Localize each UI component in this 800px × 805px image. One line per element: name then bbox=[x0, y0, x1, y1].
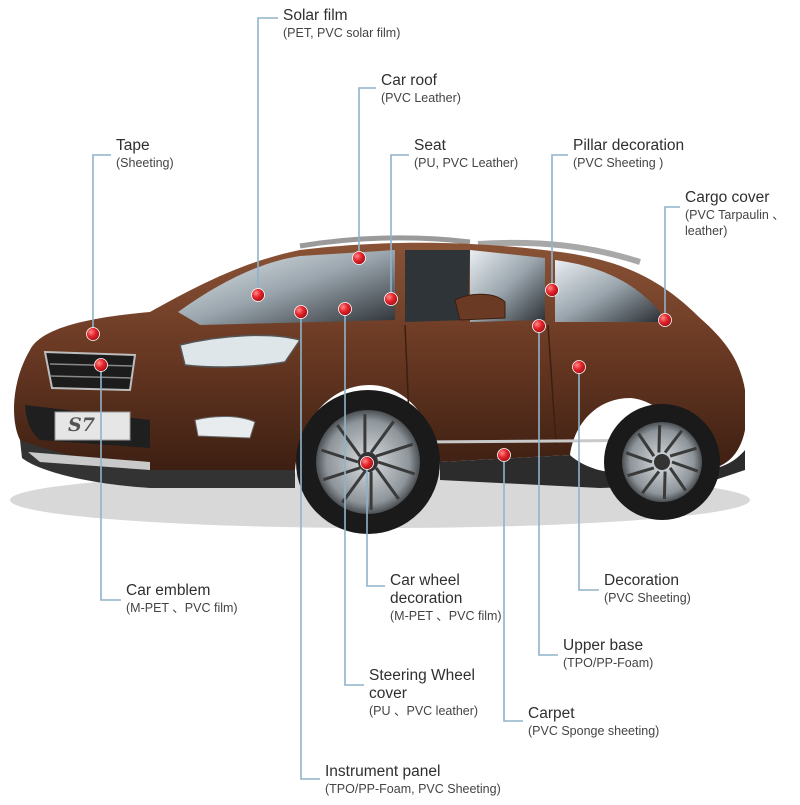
steering-wheel-cover-material: (PU 、PVC leather) bbox=[369, 703, 478, 719]
car-roof-leader-line bbox=[359, 88, 376, 258]
solar-film-material: (PET, PVC solar film) bbox=[283, 25, 400, 41]
pillar-decoration-title: Pillar decoration bbox=[573, 137, 684, 155]
seat-marker-dot[interactable] bbox=[385, 293, 398, 306]
tape-leader-line bbox=[93, 155, 111, 334]
car-roof-label: Car roof(PVC Leather) bbox=[381, 72, 461, 106]
instrument-panel-material: (TPO/PP-Foam, PVC Sheeting) bbox=[325, 781, 501, 797]
pillar-decoration-material: (PVC Sheeting ) bbox=[573, 155, 684, 171]
tape-material: (Sheeting) bbox=[116, 155, 174, 171]
front-grille bbox=[45, 352, 135, 390]
carpet-marker-dot[interactable] bbox=[498, 449, 511, 462]
car-emblem-title: Car emblem bbox=[126, 582, 238, 600]
tape-title: Tape bbox=[116, 137, 174, 155]
car-wheel-decoration-title: Car wheel bbox=[390, 572, 502, 590]
car-roof-marker-dot[interactable] bbox=[353, 252, 366, 265]
car-wheel-decoration-material: (M-PET 、PVC film) bbox=[390, 608, 502, 624]
fog-light bbox=[195, 416, 255, 438]
decoration-marker-dot[interactable] bbox=[573, 361, 586, 374]
steering-wheel-cover-title: cover bbox=[369, 685, 478, 703]
pillar-decoration-marker-dot[interactable] bbox=[546, 284, 559, 297]
rear-wheel-spoke bbox=[659, 425, 660, 452]
tape-marker-dot[interactable] bbox=[87, 328, 100, 341]
upper-base-label: Upper base(TPO/PP-Foam) bbox=[563, 637, 653, 671]
steering-wheel-cover-title: Steering Wheel bbox=[369, 667, 478, 685]
car-emblem-label: Car emblem(M-PET 、PVC film) bbox=[126, 582, 238, 616]
cargo-cover-title: Cargo cover bbox=[685, 189, 785, 207]
cargo-cover-material: (PVC Tarpaulin 、 bbox=[685, 207, 785, 223]
instrument-panel-title: Instrument panel bbox=[325, 763, 501, 781]
upper-base-marker-dot[interactable] bbox=[533, 320, 546, 333]
pillar-decoration-label: Pillar decoration(PVC Sheeting ) bbox=[573, 137, 684, 171]
carpet-title: Carpet bbox=[528, 705, 659, 723]
tape-label: Tape(Sheeting) bbox=[116, 137, 174, 171]
seat-material: (PU, PVC Leather) bbox=[414, 155, 518, 171]
seat-label: Seat(PU, PVC Leather) bbox=[414, 137, 518, 171]
upper-base-title: Upper base bbox=[563, 637, 653, 655]
steering-wheel-cover-marker-dot[interactable] bbox=[339, 303, 352, 316]
upper-base-material: (TPO/PP-Foam) bbox=[563, 655, 653, 671]
cargo-cover-label: Cargo cover(PVC Tarpaulin 、leather) bbox=[685, 189, 785, 239]
cargo-cover-marker-dot[interactable] bbox=[659, 314, 672, 327]
rear-wheel bbox=[604, 404, 720, 520]
cargo-cover-material: leather) bbox=[685, 223, 785, 239]
car-wheel-decoration-title: decoration bbox=[390, 590, 502, 608]
instrument-panel-label: Instrument panel(TPO/PP-Foam, PVC Sheeti… bbox=[325, 763, 501, 797]
car-emblem-marker-dot[interactable] bbox=[95, 359, 108, 372]
side-mirror bbox=[455, 294, 505, 320]
solar-film-label: Solar film(PET, PVC solar film) bbox=[283, 7, 400, 41]
car-roof-title: Car roof bbox=[381, 72, 461, 90]
decoration-title: Decoration bbox=[604, 572, 691, 590]
rear-wheel-spoke bbox=[664, 472, 665, 499]
car-badge: S7 bbox=[68, 414, 95, 436]
carpet-material: (PVC Sponge sheeting) bbox=[528, 723, 659, 739]
decoration-material: (PVC Sheeting) bbox=[604, 590, 691, 606]
solar-film-leader-line bbox=[258, 18, 278, 295]
car-roof-material: (PVC Leather) bbox=[381, 90, 461, 106]
car-emblem-material: (M-PET 、PVC film) bbox=[126, 600, 238, 616]
decoration-label: Decoration(PVC Sheeting) bbox=[604, 572, 691, 606]
solar-film-title: Solar film bbox=[283, 7, 400, 25]
instrument-panel-marker-dot[interactable] bbox=[295, 306, 308, 319]
car-wheel-decoration-marker-dot[interactable] bbox=[361, 457, 374, 470]
solar-film-marker-dot[interactable] bbox=[252, 289, 265, 302]
carpet-label: Carpet(PVC Sponge sheeting) bbox=[528, 705, 659, 739]
seat-title: Seat bbox=[414, 137, 518, 155]
